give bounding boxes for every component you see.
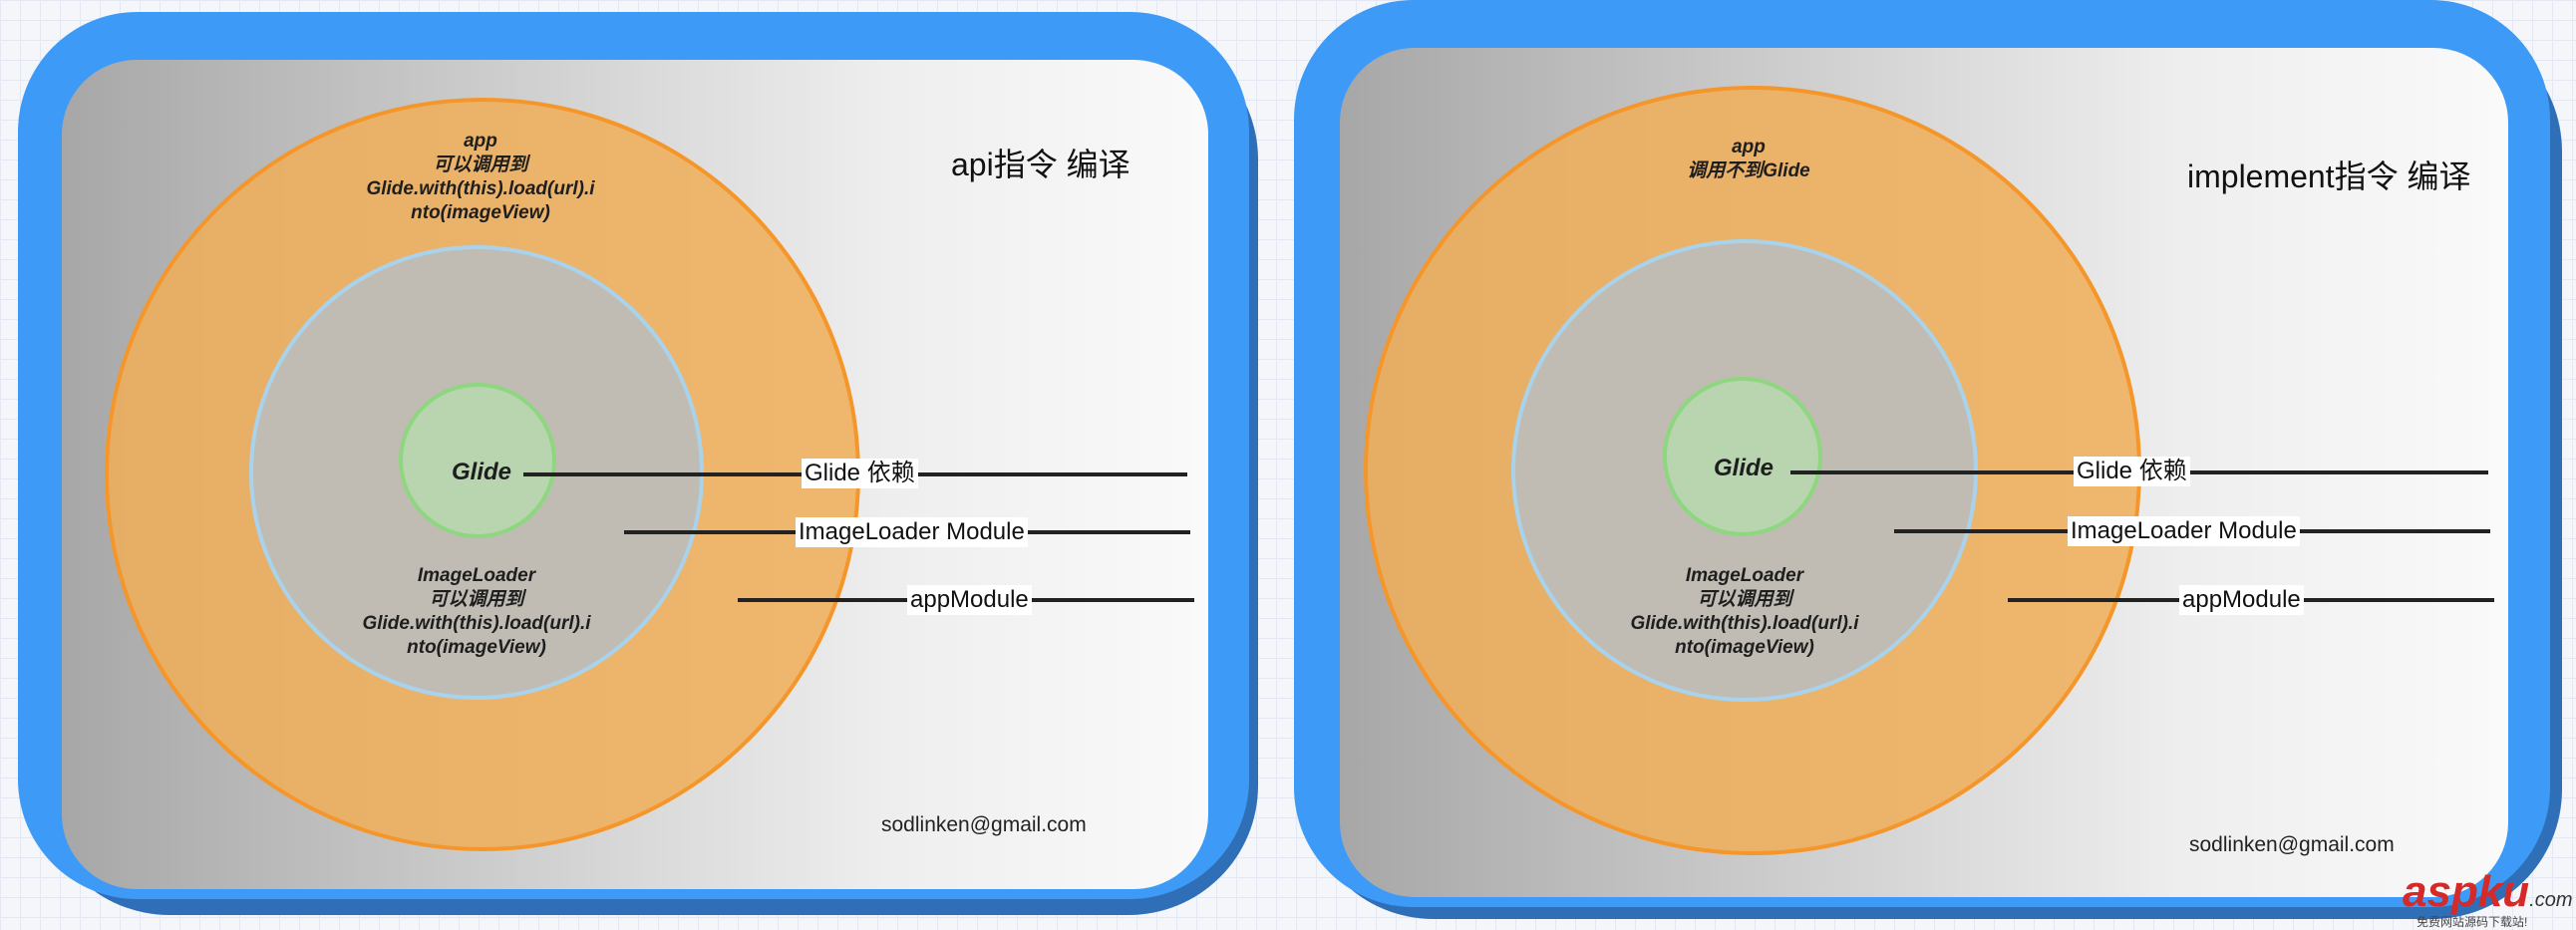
glide-dependency-label: Glide 依赖 (2074, 457, 2190, 486)
imageloader-module-label: ImageLoader Module (796, 517, 1028, 547)
imageloader-module-label: ImageLoader Module (2068, 516, 2300, 546)
panel-title: api指令 编译 (951, 147, 1130, 182)
glide-circle-label: Glide (451, 459, 511, 485)
implement-panel: app 调用不到Glide Glide ImageLoader 可以调用到 Gl… (1276, 0, 2576, 925)
watermark-tld: .com (2529, 889, 2573, 911)
appmodule-label: appModule (907, 585, 1032, 615)
glide-circle (1663, 377, 1822, 536)
appmodule-label: appModule (2179, 585, 2304, 615)
watermark-tagline: 免费网站源码下载站! (2416, 915, 2528, 929)
app-circle-label: app 可以调用到 Glide.with(this).load(url).i n… (366, 131, 595, 223)
watermark-brand: aspku (2403, 867, 2530, 916)
api-panel: app 可以调用到 Glide.with(this).load(url).i n… (0, 0, 1276, 925)
app-circle-label: app 调用不到Glide (1687, 137, 1810, 181)
glide-dependency-label: Glide 依赖 (802, 459, 918, 488)
glide-circle-label: Glide (1713, 455, 1773, 481)
imageloader-circle-label: ImageLoader 可以调用到 Glide.with(this).load(… (1630, 565, 1859, 658)
panel-title: implement指令 编译 (2187, 158, 2471, 194)
author-email: sodlinken@gmail.com (2189, 833, 2395, 856)
author-email: sodlinken@gmail.com (881, 813, 1087, 836)
glide-circle (399, 383, 556, 538)
site-watermark: aspku.com 免费网站源码下载站! (2403, 867, 2573, 929)
imageloader-circle-label: ImageLoader 可以调用到 Glide.with(this).load(… (362, 565, 591, 658)
